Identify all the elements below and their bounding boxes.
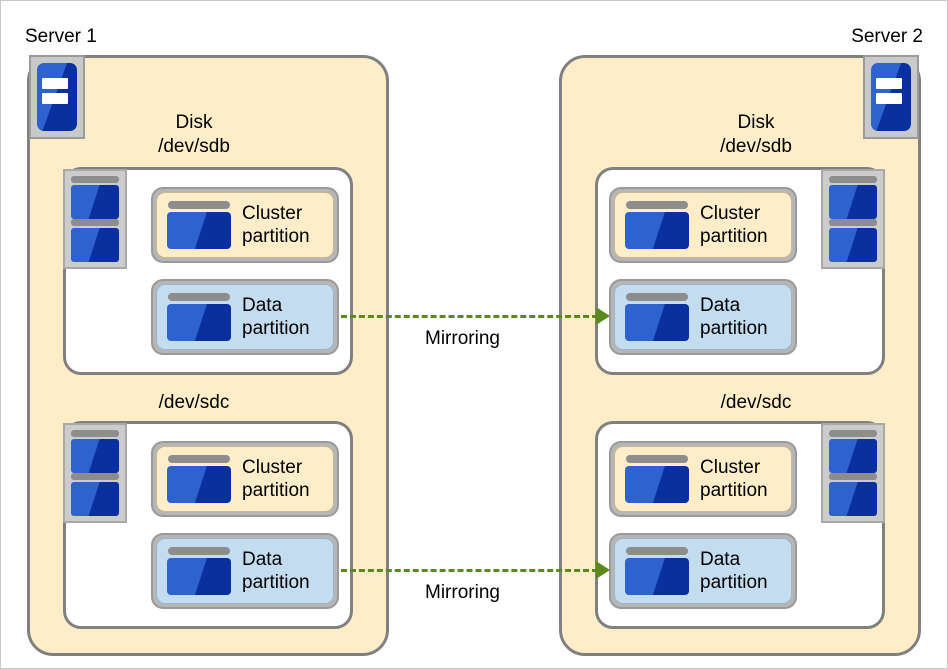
disk-platter-1 [829,176,877,219]
disk-platter-2 [829,219,877,262]
partition-icon-body [167,304,231,341]
partition-icon-body [167,558,231,595]
partition-data-inner: Data partition [614,538,792,604]
partition-icon-body [625,304,689,341]
disk-icon [63,423,127,523]
partition-icon-bar [168,455,230,463]
partition-icon [167,455,231,503]
disk-label-sdb: Disk /dev/sdb [158,112,230,157]
disk-platter-bar [829,430,877,437]
partition-cluster-inner: Cluster partition [614,446,792,512]
partition-label: Data partition [242,294,310,339]
disk-platter-1 [71,176,119,219]
partition-icon-bar [626,201,688,209]
partition-label: Data partition [242,548,310,593]
disk-platter-2 [71,219,119,262]
partition-label: Cluster partition [700,202,768,247]
partition-cluster[interactable]: Cluster partition [609,187,797,263]
server-icon-slot-1 [42,77,68,89]
partition-icon-body [625,212,689,249]
disk-platter-2 [71,473,119,516]
disk-platter-body [829,439,877,473]
partition-cluster-inner: Cluster partition [156,192,334,258]
disk-platter-bar [829,219,877,226]
partition-icon-bar [626,547,688,555]
disk-label-sdc: /dev/sdc [720,392,792,413]
partition-icon-body [167,466,231,503]
partition-icon [167,547,231,595]
partition-data-inner: Data partition [614,284,792,350]
disk-icon [63,169,127,269]
partition-data[interactable]: Data partition [609,279,797,355]
disk-label-sdc: /dev/sdc [158,392,230,413]
partition-icon-bar [626,293,688,301]
partition-cluster[interactable]: Cluster partition [609,441,797,517]
mirroring-label-sdb: Mirroring [425,328,500,349]
disk-label-sdb: Disk /dev/sdb [720,112,792,157]
partition-icon-body [167,212,231,249]
disk-platter-body [71,228,119,262]
disk-platter-bar [71,176,119,183]
disk-platter-body [829,185,877,219]
partition-data[interactable]: Data partition [151,279,339,355]
server-1-title: Server 1 [25,26,97,47]
mirroring-arrowhead-sdb [596,307,610,325]
partition-data-inner: Data partition [156,284,334,350]
server-icon-slot-2 [42,92,68,104]
partition-label: Data partition [700,548,768,593]
disk-platter-body [71,482,119,516]
mirroring-label-sdc: Mirroring [425,582,500,603]
disk-platter-body [829,482,877,516]
disk-platter-bar [71,219,119,226]
disk-platter-bar [71,430,119,437]
server-icon [29,55,85,139]
disk-platter-1 [71,430,119,473]
server-2-title: Server 2 [851,26,923,47]
partition-cluster-inner: Cluster partition [156,446,334,512]
partition-icon [167,201,231,249]
partition-label: Data partition [700,294,768,339]
partition-icon [167,293,231,341]
partition-cluster[interactable]: Cluster partition [151,187,339,263]
server-icon [863,55,919,139]
partition-icon [625,293,689,341]
partition-data[interactable]: Data partition [151,533,339,609]
partition-icon [625,201,689,249]
server-icon-slot-1 [876,77,902,89]
partition-data-inner: Data partition [156,538,334,604]
partition-cluster[interactable]: Cluster partition [151,441,339,517]
mirroring-line-sdb [341,315,598,318]
disk-icon [821,169,885,269]
disk-icon [821,423,885,523]
mirroring-arrowhead-sdc [596,561,610,579]
server-icon-body [37,63,77,131]
disk-platter-body [71,439,119,473]
partition-icon-bar [168,547,230,555]
partition-label: Cluster partition [242,202,310,247]
disk-platter-body [829,228,877,262]
disk-platter-body [71,185,119,219]
server-icon-body [871,63,911,131]
mirroring-line-sdc [341,569,598,572]
disk-platter-2 [829,473,877,516]
disk-platter-bar [71,473,119,480]
partition-icon-body [625,558,689,595]
partition-cluster-inner: Cluster partition [614,192,792,258]
partition-label: Cluster partition [242,456,310,501]
server-icon-slot-2 [876,92,902,104]
partition-icon-bar [168,293,230,301]
partition-icon-bar [626,455,688,463]
disk-platter-1 [829,430,877,473]
partition-data[interactable]: Data partition [609,533,797,609]
partition-icon-body [625,466,689,503]
partition-label: Cluster partition [700,456,768,501]
partition-icon [625,455,689,503]
disk-platter-bar [829,473,877,480]
disk-platter-bar [829,176,877,183]
partition-icon-bar [168,201,230,209]
partition-icon [625,547,689,595]
